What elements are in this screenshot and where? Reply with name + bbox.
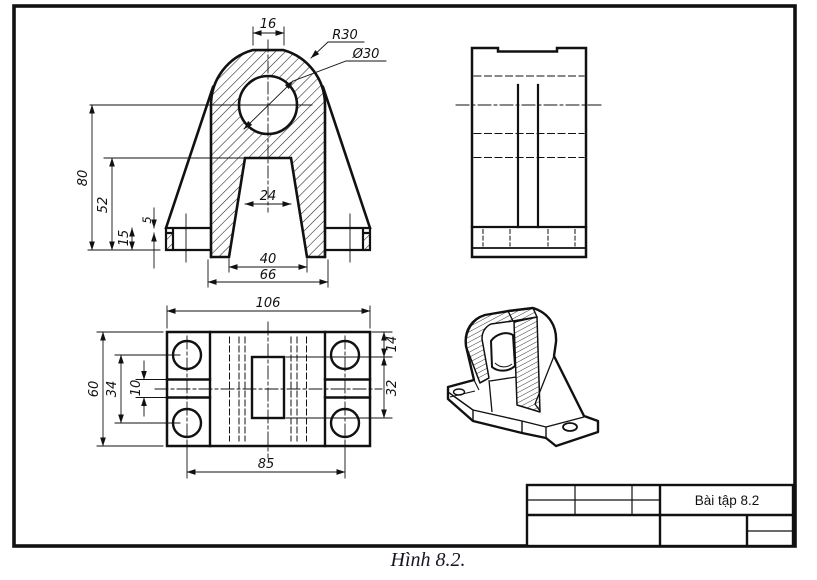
dim-base-span: 66 [207,259,329,288]
dim-hole-rows: 34 [105,354,181,424]
iso-top-flat-edge [507,310,514,322]
dim-text-85: 85 [258,457,275,472]
dim-text-40: 40 [260,252,277,267]
dim-slot-bottom: 40 [228,252,308,273]
dim-radius: R30 [310,28,365,59]
side-view [455,46,603,259]
dim-overall-depth: 60 [87,331,164,447]
side-view-outline [470,46,588,259]
dim-text-32: 32 [385,380,400,397]
flange-hole-centerlines [185,213,351,263]
dim-text-15: 15 [117,230,132,247]
dim-text-dia30: Ø30 [352,47,380,62]
figure-caption: Hình 8.2. [390,549,466,571]
title-block: Bài tập 8.2 [525,483,795,548]
dim-hole-columns: 85 [186,441,346,479]
side-slot-edges [516,83,540,229]
dim-text-60: 60 [87,381,102,398]
front-view-left-web [164,85,215,230]
dim-text-106: 106 [256,296,281,311]
dim-text-5: 5 [140,216,154,223]
left-flange-cut [166,233,173,250]
iso-cut-face-arch [465,307,538,384]
dim-overall-length: 106 [166,296,371,329]
side-base-hole-hidden-lines [482,229,576,247]
front-view-left-flange [164,226,213,259]
iso-base-edges [447,391,585,438]
dim-heights: 80 52 15 5 [76,104,161,269]
dim-slot-top: 24 [244,189,292,207]
front-view-right-flange [323,226,372,259]
side-hidden-lines [473,75,585,158]
dim-edge-margin: 14 [285,331,400,358]
iso-slot-edges [488,376,517,413]
dim-side-slot: 10 [129,360,167,417]
dim-text-r30: R30 [332,28,358,43]
title-block-exercise-label: Bài tập 8.2 [695,493,760,508]
hole-column-centerlines [186,335,346,443]
dim-text-66: 66 [260,268,277,283]
isometric-view [446,306,600,448]
front-view-right-web [321,85,372,230]
dim-text-52: 52 [96,197,111,214]
iso-left-flange-hole [452,388,466,396]
right-flange-cut [363,233,370,250]
dim-top-flat: 16 [252,17,285,46]
sheet-border [12,4,797,548]
top-view: 106 60 34 10 14 32 [87,296,400,479]
iso-cut-face-leg [513,316,541,413]
dim-text-16: 16 [260,17,277,32]
dim-text-24: 24 [260,189,277,204]
front-view: 16 R30 Ø30 24 40 66 [76,17,387,288]
dim-text-14: 14 [385,336,400,353]
dim-hole-diameter: Ø30 [243,47,387,130]
dim-text-34: 34 [105,381,120,398]
dim-text-80: 80 [76,170,91,187]
top-view-side-slots [165,378,372,399]
iso-hole-opening [490,332,516,372]
iso-right-flange-hole [562,422,578,432]
dim-text-10: 10 [129,380,144,397]
dim-boss-depth: 32 [285,356,400,419]
iso-right-surface-edge [534,355,555,412]
